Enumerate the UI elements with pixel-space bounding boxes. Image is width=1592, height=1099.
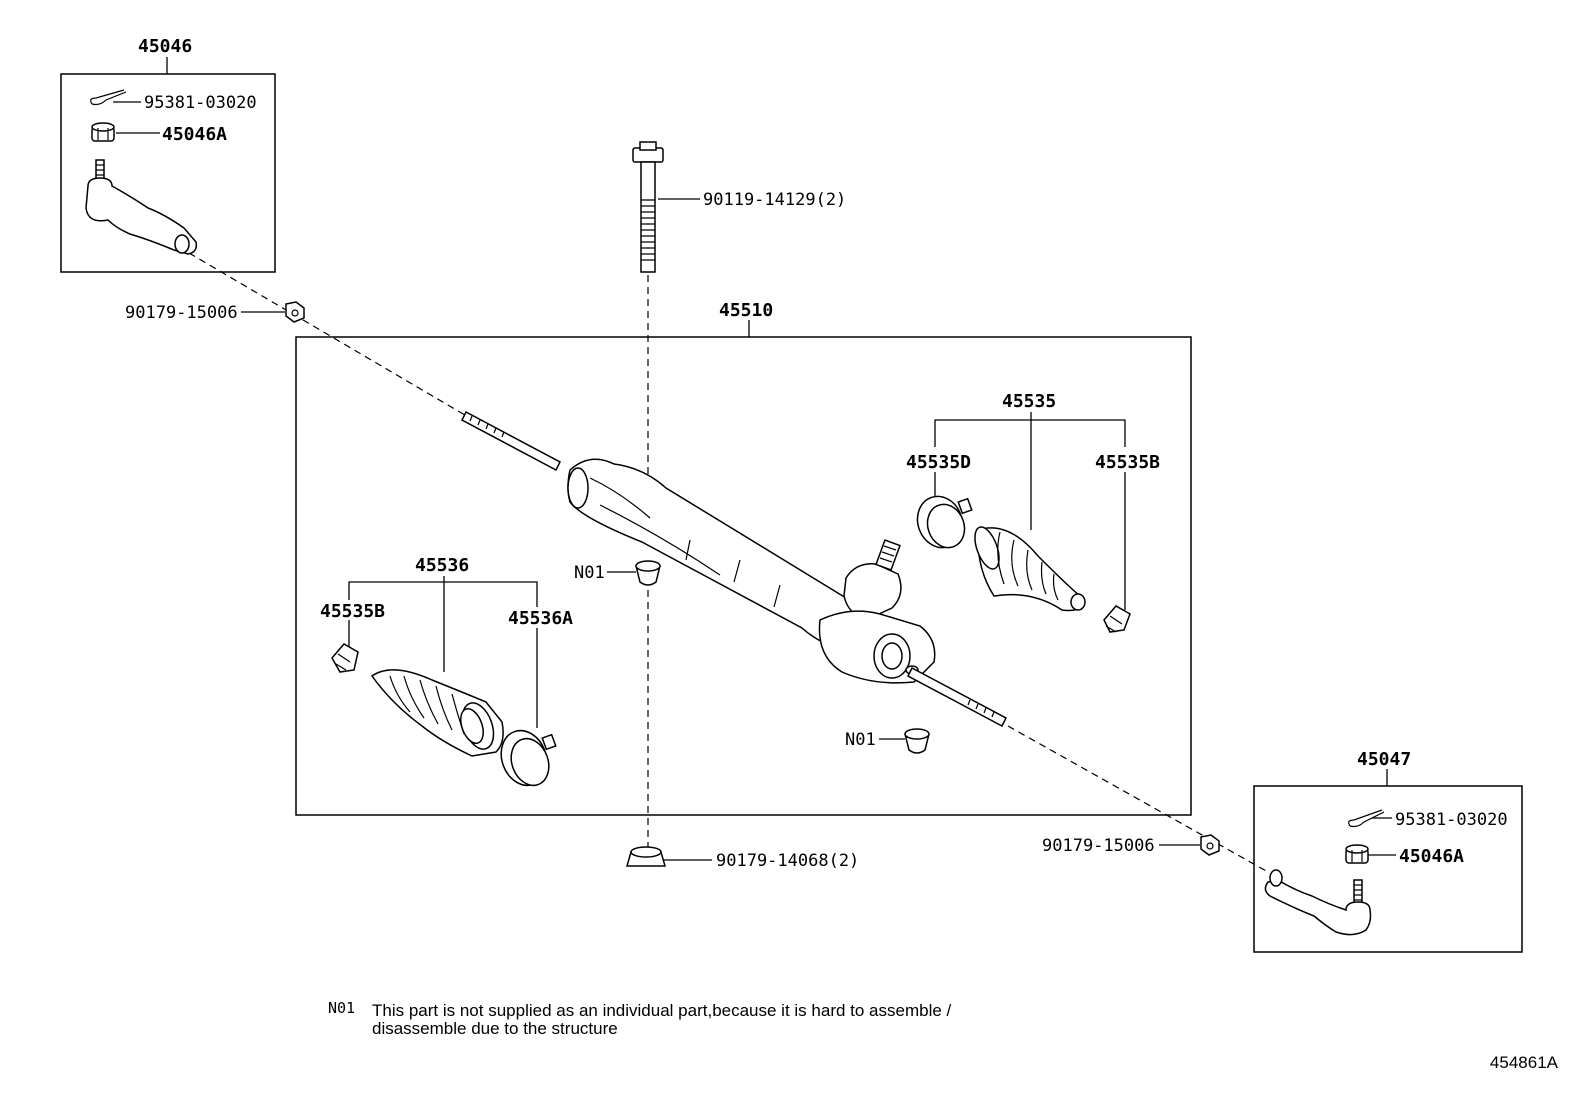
- label-tie-rod-end-rh: 45047: [1357, 749, 1411, 770]
- label-lock-nut-right: 90179-15006: [1042, 836, 1155, 856]
- steering-rack-icon: [461, 410, 1007, 728]
- cotter-pin-icon: [1348, 809, 1385, 828]
- cotter-pin-icon: [90, 89, 127, 106]
- bushing-icon: [635, 560, 661, 586]
- label-castle-nut: 45046A: [1399, 846, 1464, 867]
- label-boot-clip-right: 45535B: [1095, 452, 1160, 473]
- label-boot-clamp-45535D: 45535D: [906, 452, 971, 473]
- figure-id: 454861A: [1490, 1053, 1559, 1072]
- castle-nut-icon: [1345, 844, 1369, 864]
- lock-nut-icon: [285, 301, 305, 323]
- label-flange-nut: 90179-14068(2): [716, 851, 859, 871]
- footnote-line-1: This part is not supplied as an individu…: [372, 1001, 952, 1020]
- label-lock-nut-left: 90179-15006: [125, 303, 238, 323]
- tie-rod-end-rh-box: [1253, 785, 1523, 953]
- label-castle-nut: 45046A: [162, 124, 227, 145]
- footnote-code: N01: [328, 999, 355, 1017]
- label-n01-upper: N01: [574, 563, 605, 583]
- label-boot-clip-left: 45535B: [320, 601, 385, 622]
- label-n01-lower: N01: [845, 730, 876, 750]
- label-mounting-bolt: 90119-14129(2): [703, 190, 846, 210]
- label-tie-rod-end-lh: 45046: [138, 36, 192, 57]
- boot-clip-icon: [331, 643, 359, 673]
- steering-boot-icon: [370, 669, 504, 757]
- boot-clip-icon: [1103, 605, 1131, 633]
- tie-rod-end-lh-icon: [85, 159, 198, 255]
- footnote-line-2: disassemble due to the structure: [372, 1019, 618, 1038]
- boot-clamp-icon: [916, 495, 973, 549]
- gear-assembly-box: [295, 336, 1192, 816]
- bushing-icon: [904, 728, 930, 754]
- label-boot-clamp-45536A: 45536A: [508, 608, 573, 629]
- castle-nut-icon: [91, 122, 115, 142]
- lock-nut-icon: [1200, 834, 1220, 856]
- tie-rod-end-lh-box: [60, 73, 276, 273]
- label-boot-set-lh: 45536: [415, 555, 469, 576]
- mounting-bolt-icon: [632, 141, 664, 273]
- label-cotter-pin: 95381-03020: [144, 93, 257, 113]
- label-boot-set-rh: 45535: [1002, 391, 1056, 412]
- steering-boot-icon: [974, 526, 1086, 612]
- label-cotter-pin: 95381-03020: [1395, 810, 1508, 830]
- boot-clamp-icon: [500, 729, 557, 787]
- tie-rod-end-rh-icon: [1264, 869, 1372, 936]
- label-gear-assembly: 45510: [719, 300, 773, 321]
- flange-nut-icon: [626, 846, 666, 867]
